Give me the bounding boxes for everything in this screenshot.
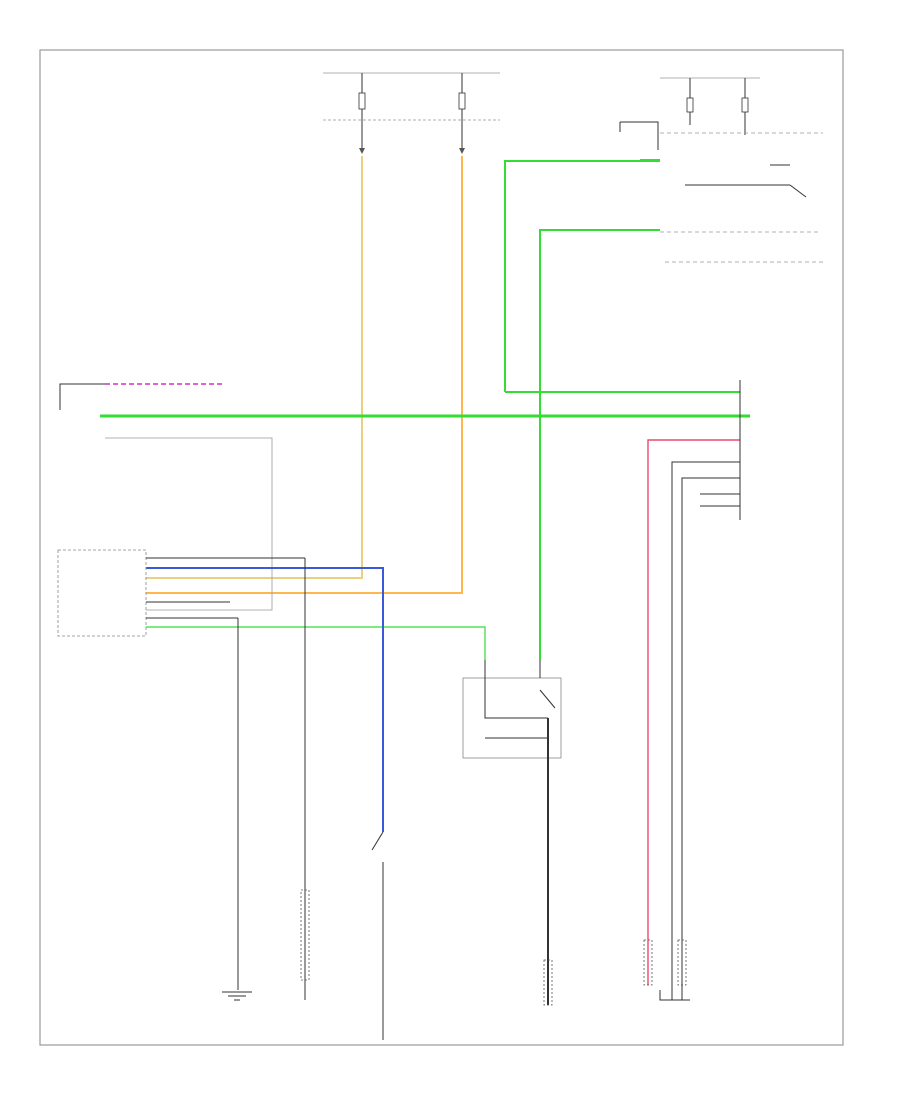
wire-green-lower [146, 626, 486, 660]
switch-icon [539, 689, 556, 709]
switch-icon [685, 164, 807, 198]
ground-icon [222, 991, 252, 1001]
control-module [57, 549, 306, 1000]
fuse-icon [458, 73, 466, 154]
wire-left-stub [59, 383, 105, 410]
fuse-icon [358, 73, 366, 154]
switch-icon [371, 831, 384, 1040]
wire-pink [647, 439, 740, 985]
wire-blue [146, 567, 384, 832]
wire-green-upper [504, 160, 660, 392]
fuse-icon [660, 77, 760, 125]
wire-gray [105, 437, 273, 611]
connector-block-right [671, 380, 741, 985]
fuse-block-top [323, 72, 760, 154]
wire-tan [146, 156, 363, 579]
sensor-icon [659, 985, 690, 1001]
wire-green-mid [539, 229, 660, 660]
connector-icon [300, 889, 687, 1006]
diagram-frame [39, 49, 844, 1046]
pressure-switch [462, 660, 562, 1005]
fuse-icon [741, 78, 749, 135]
wire-orange [146, 156, 463, 594]
switch-block-top-right [619, 121, 825, 263]
